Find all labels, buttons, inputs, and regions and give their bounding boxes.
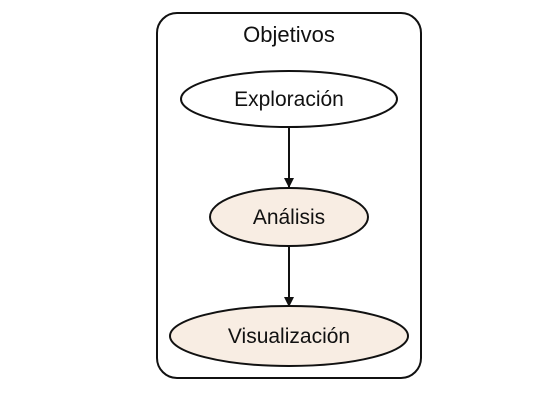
node-visualizacion-shape xyxy=(169,305,409,367)
node-visualizacion: Visualización xyxy=(169,305,409,367)
container-title: Objetivos xyxy=(243,22,335,47)
node-exploracion: Exploración xyxy=(180,70,398,128)
node-exploracion-shape xyxy=(180,70,398,128)
node-exploracion-label: Exploración xyxy=(234,88,344,111)
node-analisis: Análisis xyxy=(209,187,369,247)
node-visualizacion-label: Visualización xyxy=(228,325,350,348)
node-analisis-shape xyxy=(209,187,369,247)
node-analisis-label: Análisis xyxy=(253,206,325,229)
